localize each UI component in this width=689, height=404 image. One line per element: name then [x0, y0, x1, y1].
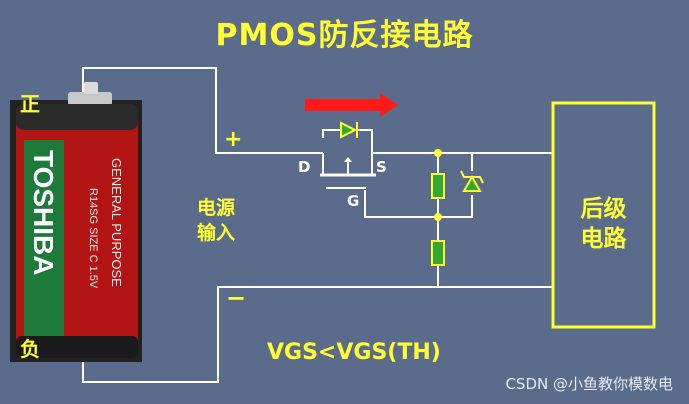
battery-bottom-band	[16, 336, 138, 358]
gate-label: G	[347, 192, 360, 210]
wire-negative	[82, 286, 553, 383]
load-label: 后级 电路	[553, 194, 654, 254]
pmos-transistor	[300, 129, 397, 189]
watermark: CSDN @小鱼教你模数电	[505, 375, 673, 393]
battery-line1-text: GENERAL PURPOSE	[109, 158, 124, 287]
positive-terminal-label: 正	[20, 92, 40, 116]
wire-positive	[82, 67, 300, 154]
power-input-label: 电源 输入	[197, 196, 235, 246]
body-diode-triangle	[340, 121, 358, 139]
minus-sign: −	[226, 284, 247, 312]
pmos-diode-left	[322, 129, 341, 138]
resistor-r1	[431, 173, 445, 199]
battery-line2-text: R14SG SIZE C 1.5V	[87, 188, 99, 289]
load-label-line1: 后级	[580, 196, 627, 222]
battery-cap	[68, 92, 112, 106]
zener-bar	[460, 170, 484, 184]
condition-label: VGS<VGS(TH)	[267, 340, 441, 365]
load-box	[551, 101, 656, 329]
negative-terminal-label: 负	[20, 337, 40, 361]
source-label: S	[376, 158, 387, 176]
resistor-r2	[431, 240, 445, 266]
battery-top-band	[16, 104, 138, 130]
node-top	[434, 149, 442, 157]
junction-nodes	[434, 149, 442, 221]
power-input-line2: 输入	[197, 222, 236, 244]
battery-green-stripe	[24, 140, 64, 346]
drain-label: D	[298, 158, 311, 176]
zener-diode	[460, 170, 484, 192]
diagram-title: PMOS防反接电路	[215, 18, 474, 53]
wires	[82, 67, 553, 383]
battery-image: TOSHIBA GENERAL PURPOSE R14SG SIZE C 1.5…	[10, 82, 142, 362]
pmos-diode-right	[357, 129, 373, 153]
wire-gate	[364, 190, 473, 218]
load-label-line2: 电路	[580, 226, 627, 252]
body-diode	[340, 121, 358, 139]
node-mid	[434, 213, 442, 221]
battery-brand-text: TOSHIBA	[28, 150, 59, 276]
plus-sign: +	[224, 127, 243, 152]
zener-triangle	[462, 174, 482, 192]
pmos-body-arrow	[344, 157, 352, 162]
power-input-line1: 电源	[197, 197, 236, 219]
current-arrow-icon	[305, 93, 398, 117]
battery-terminal	[84, 82, 98, 94]
